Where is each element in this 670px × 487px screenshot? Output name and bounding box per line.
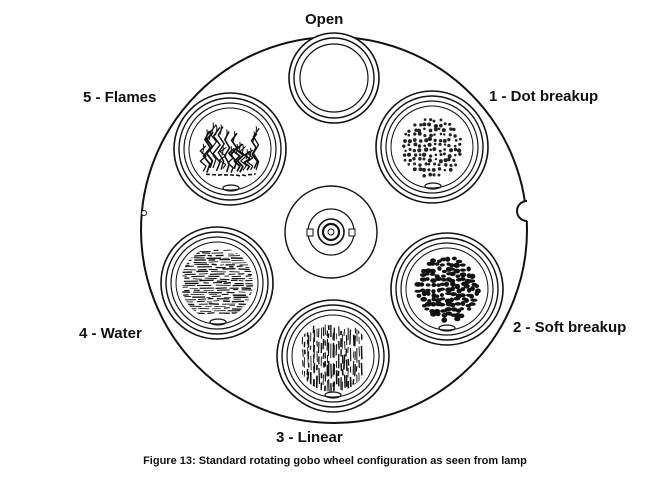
label-gobo-1: 1 - Dot breakup [489, 88, 599, 105]
dot-breakup-pattern [402, 118, 462, 178]
wheel-notch-mask [516, 201, 536, 221]
gobo-holder-5 [173, 92, 287, 206]
gobo-holder-1 [375, 90, 489, 204]
label-open: Open [305, 11, 344, 28]
label-gobo-2: 2 - Soft breakup [513, 319, 627, 336]
gobo-holder-3 [276, 299, 390, 413]
gobo-holder-2 [390, 232, 504, 346]
open-slot [288, 32, 380, 124]
wheel-notch [516, 200, 528, 222]
gobo-holder-4 [160, 226, 274, 340]
label-gobo-3: 3 - Linear [276, 429, 343, 446]
label-gobo-4: 4 - Water [79, 325, 142, 342]
flames-pattern [199, 122, 260, 177]
center-hub [284, 185, 378, 279]
soft-breakup-pattern [414, 256, 481, 323]
label-gobo-5: 5 - Flames [83, 89, 157, 106]
index-hole-left [141, 210, 147, 216]
figure-caption: Figure 13: Standard rotating gobo wheel … [143, 455, 527, 467]
